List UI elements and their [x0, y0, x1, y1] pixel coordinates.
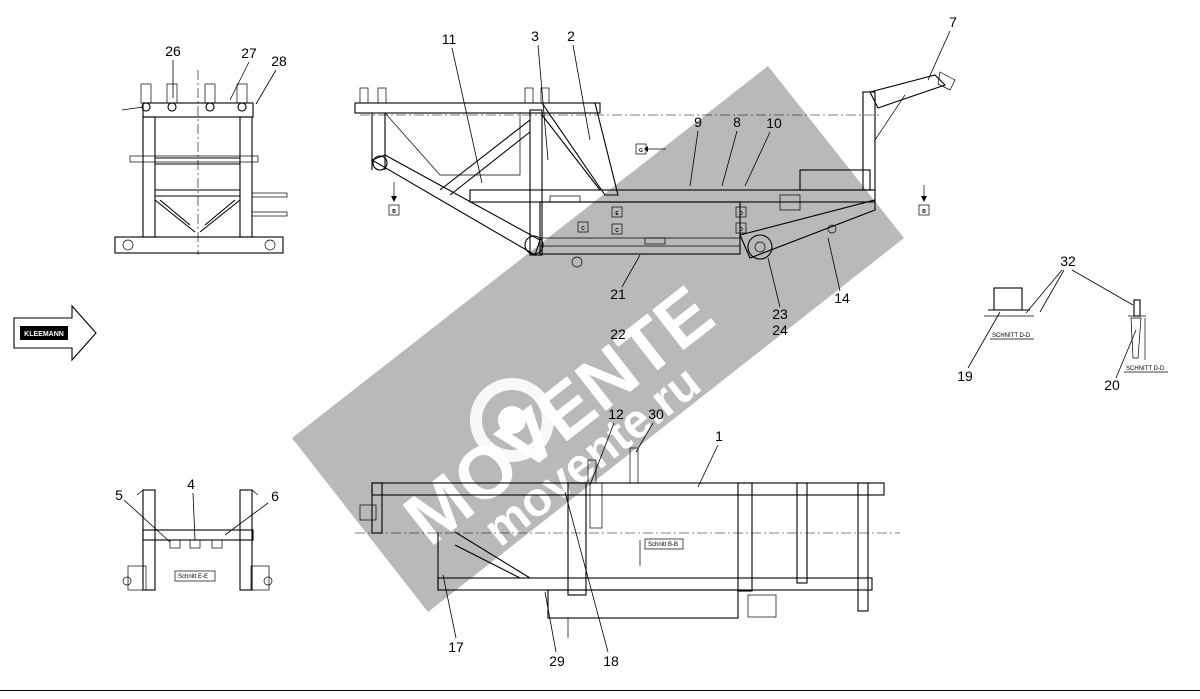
watermark: MOVENTE movente.ru	[292, 66, 904, 612]
section-d-d-right: SCHNITT D-D	[1124, 299, 1168, 373]
part-number-5: 5	[115, 487, 123, 503]
part-number-28: 28	[271, 53, 287, 69]
part-number-8: 8	[733, 114, 741, 130]
part-number-21: 21	[610, 286, 626, 302]
view-marker-e: E	[615, 211, 619, 217]
side-view-chassis	[354, 71, 956, 268]
part-number-20: 20	[1104, 377, 1120, 393]
view-markers-top: B G E C C D D B	[388, 143, 930, 235]
part-number-4: 4	[187, 476, 195, 492]
part-number-10: 10	[766, 115, 782, 131]
labels-section-e-e: 4 5 6	[115, 476, 279, 543]
section-d-d-label-1: SCHNITT D-D	[992, 333, 1031, 339]
part-number-23: 23	[772, 306, 788, 322]
view-marker-c-2: C	[615, 228, 619, 234]
labels-section-b-b: 1 12 30 17 29 18	[442, 406, 723, 669]
view-marker-d-2: D	[739, 227, 743, 233]
section-e-e-view: Schnitt E-E	[122, 489, 273, 591]
view-marker-g: G	[639, 148, 643, 154]
watermark-logo	[470, 378, 554, 462]
end-view-rear	[114, 70, 288, 255]
part-number-32: 32	[1060, 253, 1076, 269]
section-b-b-label: Schnitt B-B	[648, 542, 678, 548]
section-d-d-left: SCHNITT D-D	[984, 287, 1034, 340]
bottom-border	[0, 690, 1200, 691]
part-number-29: 29	[549, 653, 565, 669]
part-number-18: 18	[603, 653, 619, 669]
part-number-12: 12	[608, 406, 624, 422]
view-marker-c-1: C	[581, 226, 585, 232]
logo-text: KLEEMANN	[24, 331, 64, 338]
labels-end-view-rear: 26 27 28	[165, 43, 287, 105]
section-e-e-label: Schnitt E-E	[178, 574, 208, 580]
part-number-30: 30	[648, 406, 664, 422]
part-number-26: 26	[165, 43, 181, 59]
kleemann-logo: KLEEMANN	[13, 304, 97, 362]
section-d-d-label-2: SCHNITT D-D	[1126, 366, 1165, 372]
part-number-24: 24	[772, 322, 788, 338]
view-marker-d-1: D	[739, 211, 743, 217]
part-number-17: 17	[448, 639, 464, 655]
part-number-19: 19	[957, 368, 973, 384]
part-number-2: 2	[567, 28, 575, 44]
labels-side-view: 11 3 2 7 9 8 10 21 22 23 24 14	[442, 14, 957, 342]
part-number-3: 3	[531, 28, 539, 44]
part-number-6: 6	[271, 488, 279, 504]
part-number-1: 1	[715, 428, 723, 444]
labels-section-d-d: 32 19 20	[957, 253, 1137, 393]
part-number-11: 11	[442, 31, 457, 47]
part-number-7: 7	[949, 14, 957, 30]
part-number-27: 27	[241, 45, 257, 61]
view-marker-b-left: B	[392, 209, 396, 215]
view-marker-b-right: B	[922, 209, 926, 215]
part-number-14: 14	[834, 290, 850, 306]
part-number-22: 22	[610, 326, 626, 342]
part-number-9: 9	[694, 114, 702, 130]
section-b-b-view: Schnitt B-B	[355, 447, 900, 638]
